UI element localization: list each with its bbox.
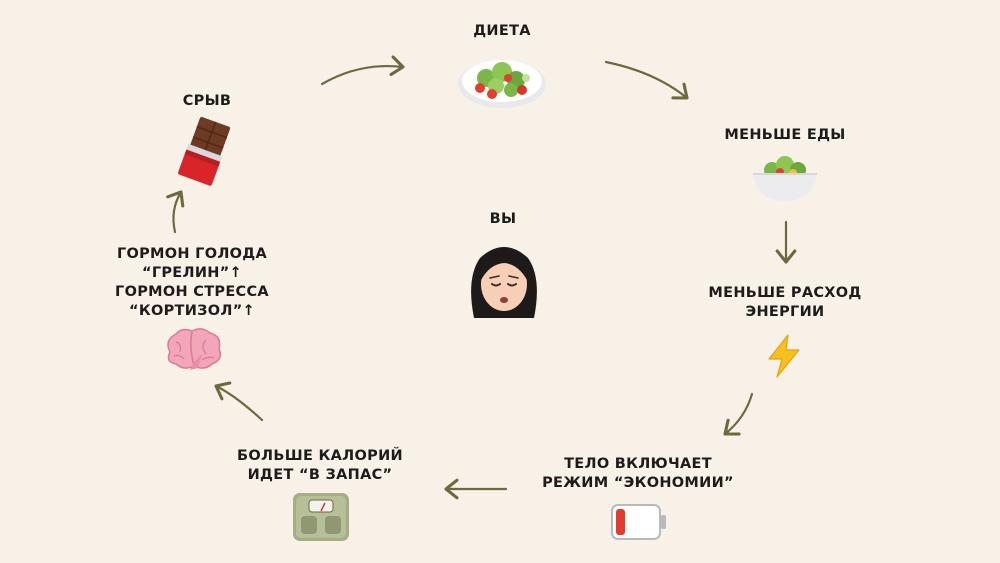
arrow-diet-to-less-food (604, 60, 689, 100)
arrow-breakdown-to-diet (320, 55, 405, 86)
chocolate-bar-icon (178, 116, 231, 186)
lightning-icon (768, 334, 800, 378)
arrow-less-energy-to-economy (723, 392, 754, 436)
step-label-economy-mode: ТЕЛО ВКЛЮЧАЕТ РЕЖИМ “ЭКОНОМИИ” (542, 456, 734, 491)
bathroom-scale-icon (293, 493, 349, 541)
center-label: ВЫ (489, 211, 517, 227)
sad-woman-icon (471, 247, 537, 318)
step-label-breakdown: СРЫВ (182, 93, 232, 109)
low-battery-icon (611, 504, 666, 540)
arrow-calories-to-hormones (214, 381, 264, 422)
step-label-hormones: ГОРМОН ГОЛОДА “ГРЕЛИН”↑ ГОРМОН СТРЕССА “… (115, 246, 269, 319)
salad-bowl-icon (753, 156, 817, 201)
step-label-less-energy: МЕНЬШЕ РАСХОД ЭНЕРГИИ (708, 285, 862, 320)
brain-icon (167, 328, 222, 370)
arrow-hormones-to-breakdown (166, 190, 185, 234)
step-label-more-calories: БОЛЬШЕ КАЛОРИЙ ИДЕТ “В ЗАПАС” (237, 448, 403, 483)
salad-plate-icon (458, 60, 546, 108)
step-label-diet: ДИЕТА (473, 23, 531, 39)
step-label-less-food: МЕНЬШЕ ЕДЫ (724, 127, 846, 143)
